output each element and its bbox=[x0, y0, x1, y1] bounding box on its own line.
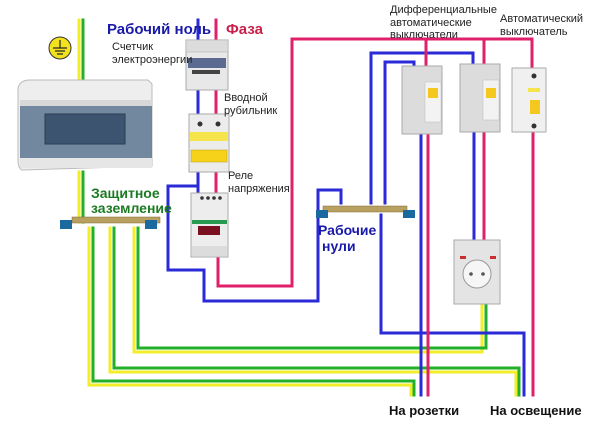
label-rcbo: Дифференциальные автоматические выключат… bbox=[390, 4, 497, 42]
ground-wire-to-lighting bbox=[108, 226, 521, 397]
circuit-breaker bbox=[511, 67, 547, 133]
label-main-switch: Вводной рубильник bbox=[224, 92, 277, 117]
ground-symbol-icon bbox=[48, 36, 72, 60]
label-meter-line-2: электроэнергии bbox=[112, 53, 193, 66]
label-voltage-relay-line-1: Реле bbox=[228, 170, 254, 182]
label-phase: Фаза bbox=[226, 21, 263, 38]
neutral-wire-to-lighting bbox=[379, 213, 526, 397]
label-breaker: Автоматический выключатель bbox=[500, 13, 583, 38]
label-working-neutrals: Рабочие нули bbox=[318, 222, 376, 254]
energy-meter bbox=[185, 39, 229, 91]
label-to-sockets: На розетки bbox=[389, 403, 460, 418]
label-protective-ground: Защитное заземление bbox=[91, 185, 172, 217]
label-breaker-line-1: Автоматический bbox=[500, 13, 584, 25]
label-protective-ground-line-2: заземление bbox=[91, 200, 172, 217]
label-breaker-line-2: выключатель bbox=[500, 25, 568, 38]
main-switch bbox=[188, 113, 230, 173]
label-to-lighting: На освещение bbox=[490, 403, 582, 418]
din-socket bbox=[453, 239, 501, 305]
label-working-neutrals-line-1: Рабочие bbox=[318, 222, 377, 238]
label-rcbo-line-1: Дифференциальные bbox=[390, 4, 497, 16]
label-meter-line-1: Счетчик bbox=[112, 41, 154, 53]
label-working-neutral: Рабочий ноль bbox=[107, 21, 212, 38]
label-main-switch-line-2: рубильник bbox=[224, 104, 278, 117]
neutral-wire-to-rcbo-2 bbox=[369, 51, 475, 205]
ground-wire-incoming bbox=[77, 18, 85, 224]
label-working-neutrals-line-2: нули bbox=[322, 238, 356, 255]
label-voltage-relay-line-2: напряжения bbox=[228, 182, 290, 195]
label-main-switch-line-1: Вводной bbox=[224, 92, 268, 104]
rcbo-1 bbox=[401, 65, 443, 135]
voltage-relay bbox=[190, 192, 229, 258]
ground-wire-to-sockets bbox=[87, 226, 416, 397]
neutral-wire-relay-loop bbox=[166, 184, 343, 303]
neutral-bus-bar bbox=[316, 205, 415, 218]
phase-wire-relay-out bbox=[216, 37, 534, 288]
rcbo-2 bbox=[459, 63, 501, 133]
distribution-box bbox=[17, 79, 153, 171]
label-meter: Счетчик электроэнергии bbox=[112, 41, 192, 66]
label-rcbo-line-3: выключатели bbox=[390, 29, 458, 42]
neutral-wire-to-rcbo-1 bbox=[383, 60, 416, 205]
label-voltage-relay: Реле напряжения bbox=[228, 170, 290, 195]
label-rcbo-line-2: автоматические bbox=[390, 16, 472, 29]
label-protective-ground-line-1: Защитное bbox=[91, 185, 160, 201]
ground-wire-to-din-socket bbox=[132, 226, 488, 354]
ground-bus-bar bbox=[60, 216, 161, 229]
